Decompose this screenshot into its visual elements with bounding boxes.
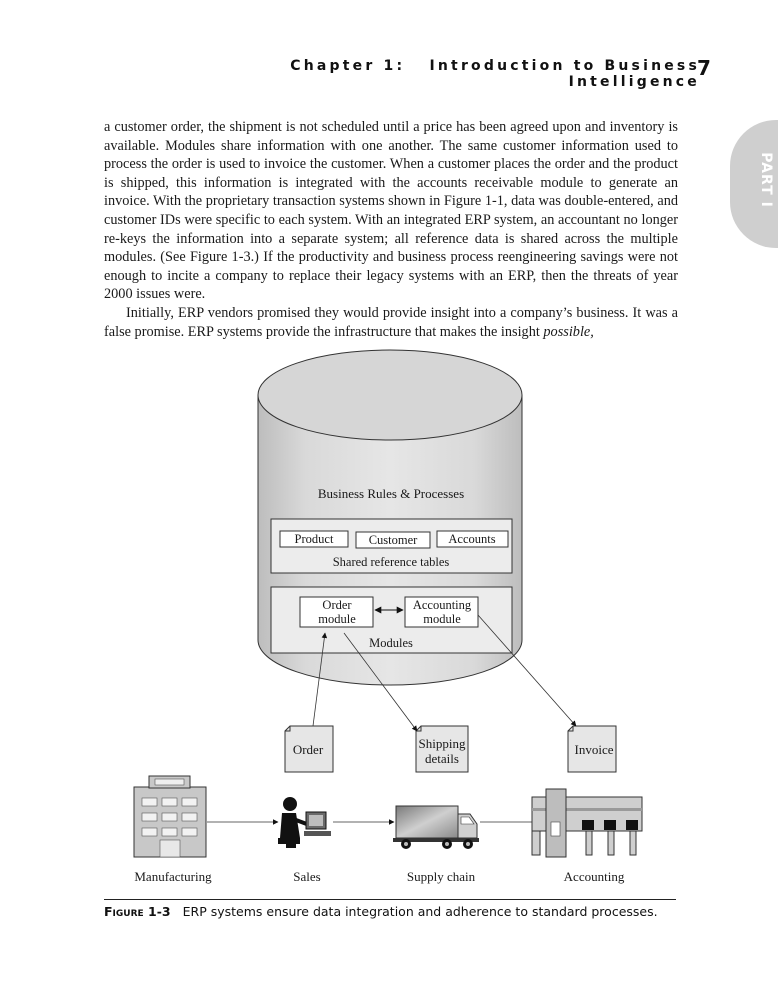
- paragraph-2: Initially, ERP vendors promised they wou…: [104, 304, 678, 341]
- reference-tables-label: Shared reference tables: [333, 555, 450, 569]
- manufacturing-label: Manufacturing: [134, 869, 212, 884]
- accounting-building-icon: [531, 788, 643, 858]
- shipping-to-module-arrow: [343, 632, 418, 732]
- running-header: Chapter 1: Introduction to Business Inte…: [240, 58, 700, 90]
- page-number: 7: [697, 56, 711, 80]
- accounting-label: Accounting: [564, 869, 625, 884]
- product-table-box: [279, 530, 349, 548]
- body-text: a customer order, the shipment is not sc…: [104, 118, 678, 341]
- order-to-module-arrow: [312, 632, 328, 727]
- delivery-truck-icon: [393, 805, 479, 849]
- accounting-to-invoice-arrow: [477, 614, 577, 727]
- accounting-module-label-2: module: [423, 612, 461, 626]
- modules-label: Modules: [369, 636, 413, 650]
- order-module-box: [299, 596, 374, 628]
- supply-chain-label: Supply chain: [407, 869, 476, 884]
- sales-label: Sales: [293, 869, 320, 884]
- invoice-document-icon: [567, 725, 617, 773]
- cylinder-title: Business Rules & Processes: [318, 486, 464, 501]
- part-tab: PART I: [730, 120, 778, 248]
- paragraph-1: a customer order, the shipment is not sc…: [104, 119, 678, 303]
- order-document-icon: [284, 725, 334, 773]
- customer-table-label: Customer: [369, 533, 418, 547]
- accounting-module-label-1: Accounting: [413, 598, 472, 612]
- order-document-label: Order: [293, 742, 324, 757]
- factory-building-icon: [133, 775, 207, 858]
- product-table-label: Product: [295, 532, 334, 546]
- order-module-label-2: module: [318, 612, 356, 626]
- paragraph-2-text: Initially, ERP vendors promised they wou…: [104, 304, 678, 340]
- accounting-module-box: [404, 596, 479, 628]
- order-module-label-1: Order: [322, 598, 352, 612]
- accounts-table-label: Accounts: [448, 532, 495, 546]
- accounts-table-box: [436, 530, 509, 548]
- chapter-title: Introduction to Business Intelligence: [429, 58, 700, 90]
- customer-table-box: [355, 531, 431, 549]
- shipping-document-label-2: details: [425, 751, 459, 766]
- invoice-document-label: Invoice: [575, 742, 614, 757]
- figure-rule: [104, 899, 676, 900]
- chapter-label: Chapter 1:: [290, 58, 406, 74]
- caption-text: ERP systems ensure data integration and …: [182, 904, 658, 919]
- figure-caption: Figure 1-3 ERP systems ensure data integr…: [104, 904, 658, 919]
- shipping-document-label-1: Shipping: [419, 736, 466, 751]
- figure-label: Figure 1-3: [104, 904, 171, 919]
- paragraph-2-italic: possible,: [543, 323, 594, 340]
- salesperson-at-computer-icon: [278, 797, 331, 848]
